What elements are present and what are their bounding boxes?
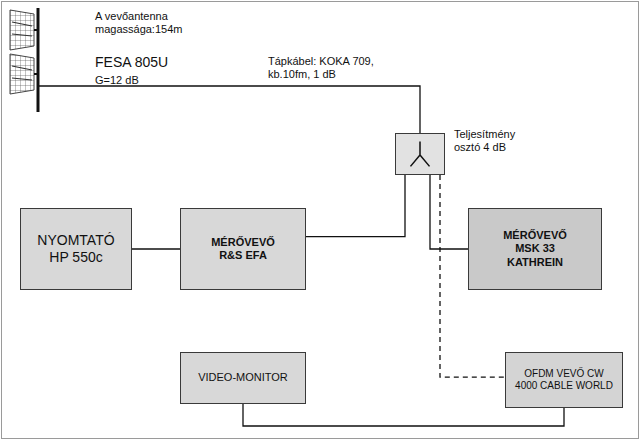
receiver-box: MÉRŐVEVŐ MSK 33 KATHREIN <box>468 208 602 290</box>
antenna-type-label: FESA 805U <box>95 54 225 71</box>
antenna-gain-label: G=12 dB <box>95 74 195 87</box>
box-label: MÉRŐVEVŐ R&S EFA <box>207 236 279 262</box>
connector <box>430 175 468 249</box>
printer-box: NYOMTATÓ HP 550c <box>20 208 132 290</box>
receiver-box: MÉRŐVEVŐ R&S EFA <box>180 208 306 290</box>
splitter-symbol <box>396 134 444 174</box>
connector <box>306 175 405 237</box>
power-splitter: Teljesítmény osztó 4 dB <box>395 133 445 175</box>
antenna-height-label: A vevőantenna magassága:154m <box>95 10 205 36</box>
box-label: OFDM VEVŐ CW 4000 CABLE WORLD <box>514 368 614 392</box>
box-label: VIDEO-MONITOR <box>198 371 288 384</box>
box-label: MÉRŐVEVŐ MSK 33 KATHREIN <box>495 229 575 269</box>
box-label: NYOMTATÓ HP 550c <box>28 232 124 266</box>
splitter-label: Teljesítmény osztó 4 dB <box>454 128 536 154</box>
monitor-box: VIDEO-MONITOR <box>180 352 306 404</box>
feed-cable <box>39 86 420 133</box>
ofdm-receiver-box: OFDM VEVŐ CW 4000 CABLE WORLD <box>505 352 623 408</box>
cable-label: Tápkábel: KOKA 709, kb.10fm, 1 dB <box>268 55 418 81</box>
connector <box>132 248 180 249</box>
antenna-symbol <box>10 8 38 112</box>
